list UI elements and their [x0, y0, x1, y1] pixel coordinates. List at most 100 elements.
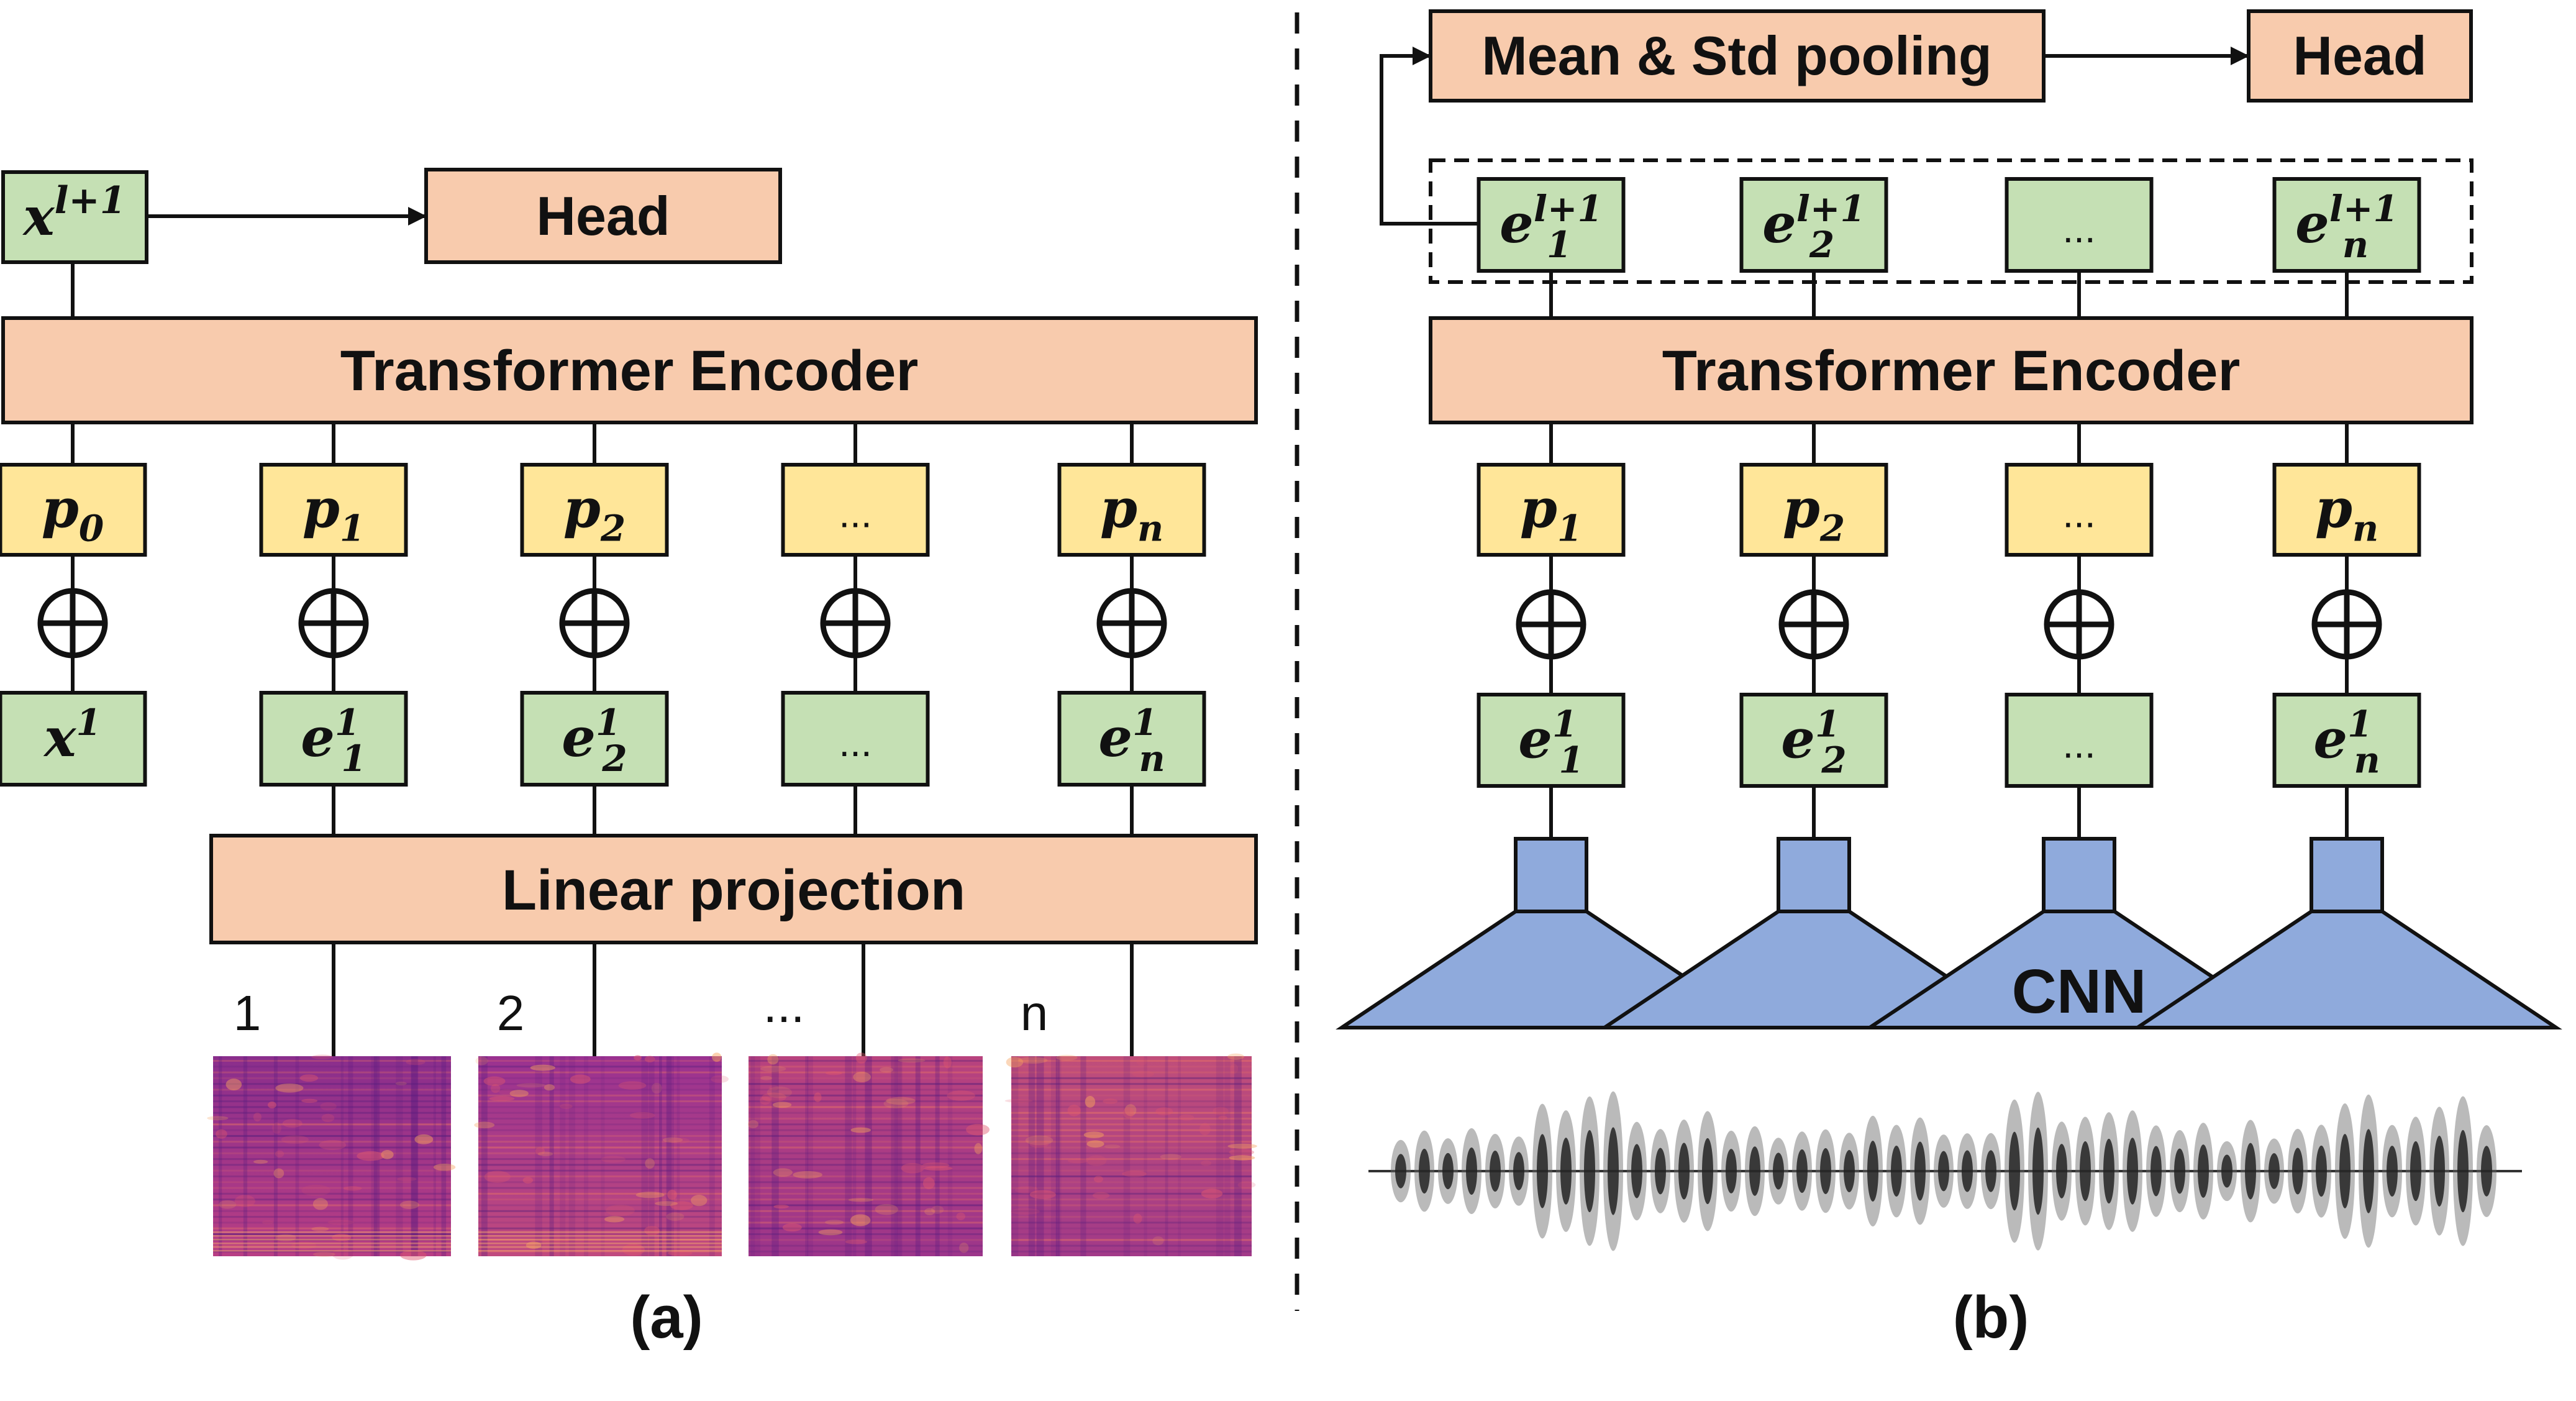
input-token-box — [259, 691, 408, 787]
output-token-box — [1477, 177, 1626, 273]
cnn-stem — [2310, 837, 2384, 913]
plus-icon — [1096, 588, 1167, 659]
position-embedding-label: p0 — [42, 478, 104, 550]
output-token-box — [2005, 177, 2154, 273]
plus-icon — [559, 588, 630, 659]
position-embedding: ... — [781, 463, 930, 557]
patch-label: 2 — [497, 985, 525, 1041]
spectrogram-patch — [747, 1052, 990, 1256]
position-embedding-box — [781, 463, 930, 557]
position-embedding-label: p1 — [1520, 478, 1583, 550]
output-token-label: xl+1 — [22, 179, 126, 247]
input-token-box — [1057, 691, 1206, 787]
plus-icon — [298, 588, 369, 659]
linear-projection-label: Linear projection — [502, 859, 965, 922]
input-token-box — [520, 691, 669, 787]
input-token: ... — [2005, 693, 2154, 788]
position-embedding-ellipsis: ... — [839, 491, 872, 536]
input-token: x1 — [0, 691, 147, 787]
spectrogram-patches — [207, 1052, 1257, 1261]
plus-icon — [1516, 589, 1586, 660]
output-token-box — [2272, 177, 2421, 273]
pooling-label: Mean & Std pooling — [1481, 25, 1991, 86]
cnn-label: CNN — [2012, 957, 2147, 1026]
linear-projection-box — [209, 834, 1258, 944]
position-embedding-ellipsis: ... — [2062, 491, 2095, 536]
encoder-label-b: Transformer Encoder — [1662, 339, 2241, 403]
input-token-box — [2272, 693, 2421, 788]
output-group-dashed — [1429, 158, 2474, 284]
position-embedding-box — [2272, 463, 2421, 557]
spectrogram-patch — [1004, 1053, 1257, 1256]
cnn-stem — [1777, 837, 1851, 913]
input-token-box — [781, 691, 930, 787]
plus-icon — [37, 588, 108, 659]
patch-label: n — [1021, 985, 1049, 1041]
spectrogram-patch — [474, 1052, 729, 1256]
add-operators-b — [1516, 589, 2382, 660]
input-token-ellipsis: ... — [839, 720, 872, 765]
outputs-to-pooling-arrow — [1380, 47, 1478, 226]
pooling-box — [1429, 9, 2046, 103]
position-embedding-box — [1477, 463, 1626, 557]
spectrogram-patch — [207, 1054, 456, 1261]
plus-icon — [1778, 589, 1849, 660]
position-embedding-box — [520, 463, 669, 557]
input-token-ellipsis: ... — [2062, 722, 2095, 767]
position-embedding-label: pn — [1100, 478, 1163, 550]
input-token-box — [1477, 693, 1626, 788]
input-token-label: x1 — [43, 701, 101, 769]
cnn-block — [2131, 837, 2562, 1029]
position-embedding-label: p1 — [303, 478, 365, 550]
position-embeddings-b: p1 p2... pn — [1477, 463, 2421, 557]
output-token: ... — [2005, 177, 2154, 273]
waveform-bursts — [1368, 1091, 2522, 1251]
output-token-ellipsis: ... — [2062, 206, 2095, 251]
patch-label: ... — [763, 977, 805, 1033]
transformer-encoder-b — [1429, 316, 2474, 424]
cnn-stem — [1514, 837, 1588, 913]
input-token-box — [1739, 693, 1888, 788]
position-embedding-label: p2 — [1783, 478, 1846, 550]
add-operators-a — [37, 588, 1167, 659]
position-embedding-box — [1057, 463, 1206, 557]
position-embedding-box — [1739, 463, 1888, 557]
transformer-encoder-a — [1, 316, 1258, 424]
input-token: ... — [781, 691, 930, 787]
input-token-box — [0, 691, 147, 787]
position-embedding-box — [2005, 463, 2154, 557]
head-label-a: Head — [536, 185, 670, 247]
caption-a: (a) — [630, 1284, 703, 1351]
panel-a-connectors — [71, 262, 1134, 1056]
audio-waveform — [1368, 1091, 2522, 1251]
plus-icon — [2311, 589, 2382, 660]
plus-icon — [2044, 589, 2114, 660]
patch-label: 1 — [234, 985, 262, 1041]
cnn-stem — [2042, 837, 2116, 913]
position-embedding: ... — [2005, 463, 2154, 557]
position-embedding-label: p2 — [563, 478, 626, 550]
head-label-b: Head — [2293, 25, 2426, 86]
plus-icon — [820, 588, 891, 659]
position-embedding-label: pn — [2315, 478, 2378, 550]
